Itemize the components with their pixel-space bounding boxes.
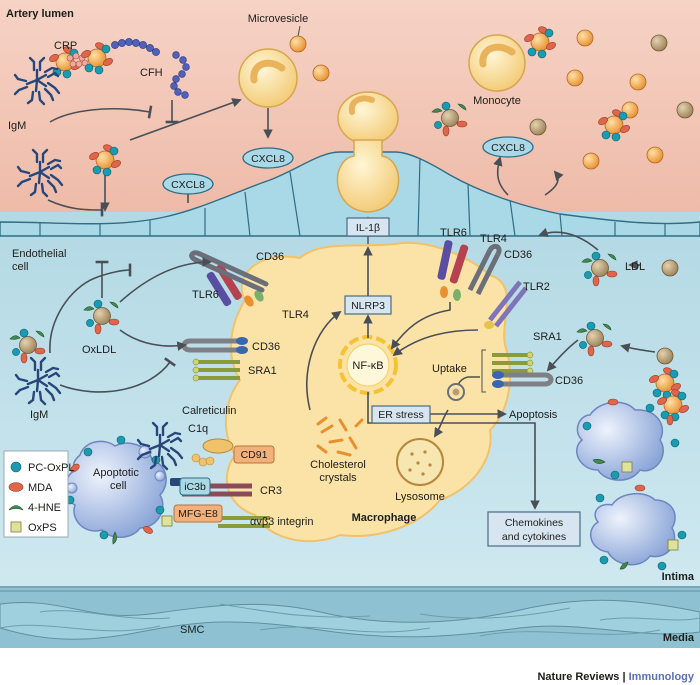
svg-text:and cytokines: and cytokines: [502, 531, 566, 543]
svg-text:NF-κB: NF-κB: [352, 360, 383, 372]
ic3b-box: iC3b: [179, 477, 211, 496]
monocyte-icon: [468, 34, 526, 92]
apoptotic-cell-label: Apoptotic: [93, 467, 139, 479]
avb3-label: αvβ3 integrin: [250, 516, 313, 528]
legend-marker-mda: [8, 482, 24, 492]
tlr4-right-label: TLR4: [480, 233, 507, 245]
svg-text:iC3b: iC3b: [184, 481, 206, 493]
receptor-cluster-right: [437, 240, 554, 393]
legend-label-oxps: OxPS: [28, 522, 57, 534]
cd36-right-label: CD36: [504, 249, 532, 261]
igm-top-label: IgM: [8, 120, 26, 132]
legend-label-mda: MDA: [28, 482, 53, 494]
cfh-chain-icon: [111, 38, 190, 99]
legend-label-pc-oxpl: PC-OxPL: [28, 462, 74, 474]
phagocytic-receptors: [170, 438, 270, 528]
region-label-intima: Intima: [662, 571, 695, 583]
cxcl8-left: CXCL8: [242, 147, 294, 169]
svg-text:CXCL8: CXCL8: [491, 142, 525, 154]
tlr6-right-label: TLR6: [440, 227, 467, 239]
cd91-box: CD91: [233, 445, 275, 464]
c1q-label: C1q: [188, 423, 208, 435]
endothelial-cell-label: Endothelial: [12, 248, 66, 260]
legend-marker-4hne: [8, 505, 24, 511]
mfge8-box: MFG-E8: [173, 504, 223, 523]
legend-marker-oxps: [10, 521, 22, 533]
legend-marker-pc-oxpl: [10, 461, 22, 473]
svg-text:NLRP3: NLRP3: [351, 300, 385, 312]
region-label-artery-lumen: Artery lumen: [6, 8, 74, 20]
receptor-cluster-left: [181, 250, 269, 382]
lysosome-label: Lysosome: [395, 491, 445, 503]
monocyte-transmigrating: [336, 91, 400, 213]
smc-layer: [0, 599, 700, 640]
svg-text:CD91: CD91: [241, 449, 268, 461]
uptake-label: Uptake: [432, 363, 467, 375]
svg-text:MFG-E8: MFG-E8: [178, 508, 218, 520]
svg-text:CXCL8: CXCL8: [171, 179, 205, 191]
crp-pentamer-icon: [66, 41, 115, 75]
uptake-vesicle: [447, 383, 465, 401]
cfh-label: CFH: [140, 67, 163, 79]
cholesterol-label: Cholesterol: [310, 459, 366, 471]
nlrp3-box: NLRP3: [344, 295, 392, 315]
cd36-left-mid-label: CD36: [252, 341, 280, 353]
tlr6-left-label: TLR6: [192, 289, 219, 301]
monocyte-label: Monocyte: [473, 95, 521, 107]
ldl-label: LDL: [625, 261, 645, 273]
oxldl-label: OxLDL: [82, 344, 116, 356]
er-stress-box: ER stress: [371, 405, 431, 424]
cholesterol-label-2: crystals: [319, 472, 357, 484]
apoptotic-bodies-right: [576, 398, 687, 571]
sra1-right-label: SRA1: [533, 331, 562, 343]
il1b-box: IL-1β: [346, 217, 390, 237]
endothelial-cell-label-2: cell: [12, 261, 29, 273]
legend: PC-OxPL MDA 4-HNE OxPS: [3, 450, 74, 538]
region-label-media: Media: [663, 632, 695, 644]
cr3-label: CR3: [260, 485, 282, 497]
chemokines-box: Chemokines and cytokines: [487, 511, 581, 547]
lysosome-icon: [396, 438, 444, 486]
microvesicle-cell-icon: [238, 48, 298, 108]
svg-text:IL-1β: IL-1β: [356, 222, 380, 234]
cxcl8-right: CXCL8: [482, 136, 534, 158]
igm-left-label: IgM: [30, 409, 48, 421]
tlr4-left-label: TLR4: [282, 309, 309, 321]
cd36-left-top-label: CD36: [256, 251, 284, 263]
sra1-left-label: SRA1: [248, 365, 277, 377]
cholesterol-crystals-icon: [316, 416, 364, 457]
footer-credit: Nature Reviews | Immunology: [537, 671, 694, 683]
footer-journal: Nature Reviews: [537, 671, 619, 683]
macrophage-label: Macrophage: [352, 512, 417, 524]
apoptotic-cell-label-2: cell: [110, 480, 127, 492]
smc-label: SMC: [180, 624, 205, 636]
microvesicle-label: Microvesicle: [248, 13, 309, 25]
svg-text:CXCL8: CXCL8: [251, 153, 285, 165]
cd36-right-low-label: CD36: [555, 375, 583, 387]
tlr2-label: TLR2: [523, 281, 550, 293]
svg-text:ER stress: ER stress: [378, 409, 424, 421]
footer-separator: |: [619, 671, 628, 683]
calreticulin-label: Calreticulin: [182, 405, 236, 417]
apoptosis-label: Apoptosis: [509, 409, 558, 421]
footer-section: Immunology: [629, 671, 695, 683]
svg-text:Chemokines: Chemokines: [505, 517, 563, 529]
cxcl8-mid: CXCL8: [162, 173, 214, 195]
legend-label-4hne: 4-HNE: [28, 502, 61, 514]
crp-label: CRP: [54, 40, 77, 52]
